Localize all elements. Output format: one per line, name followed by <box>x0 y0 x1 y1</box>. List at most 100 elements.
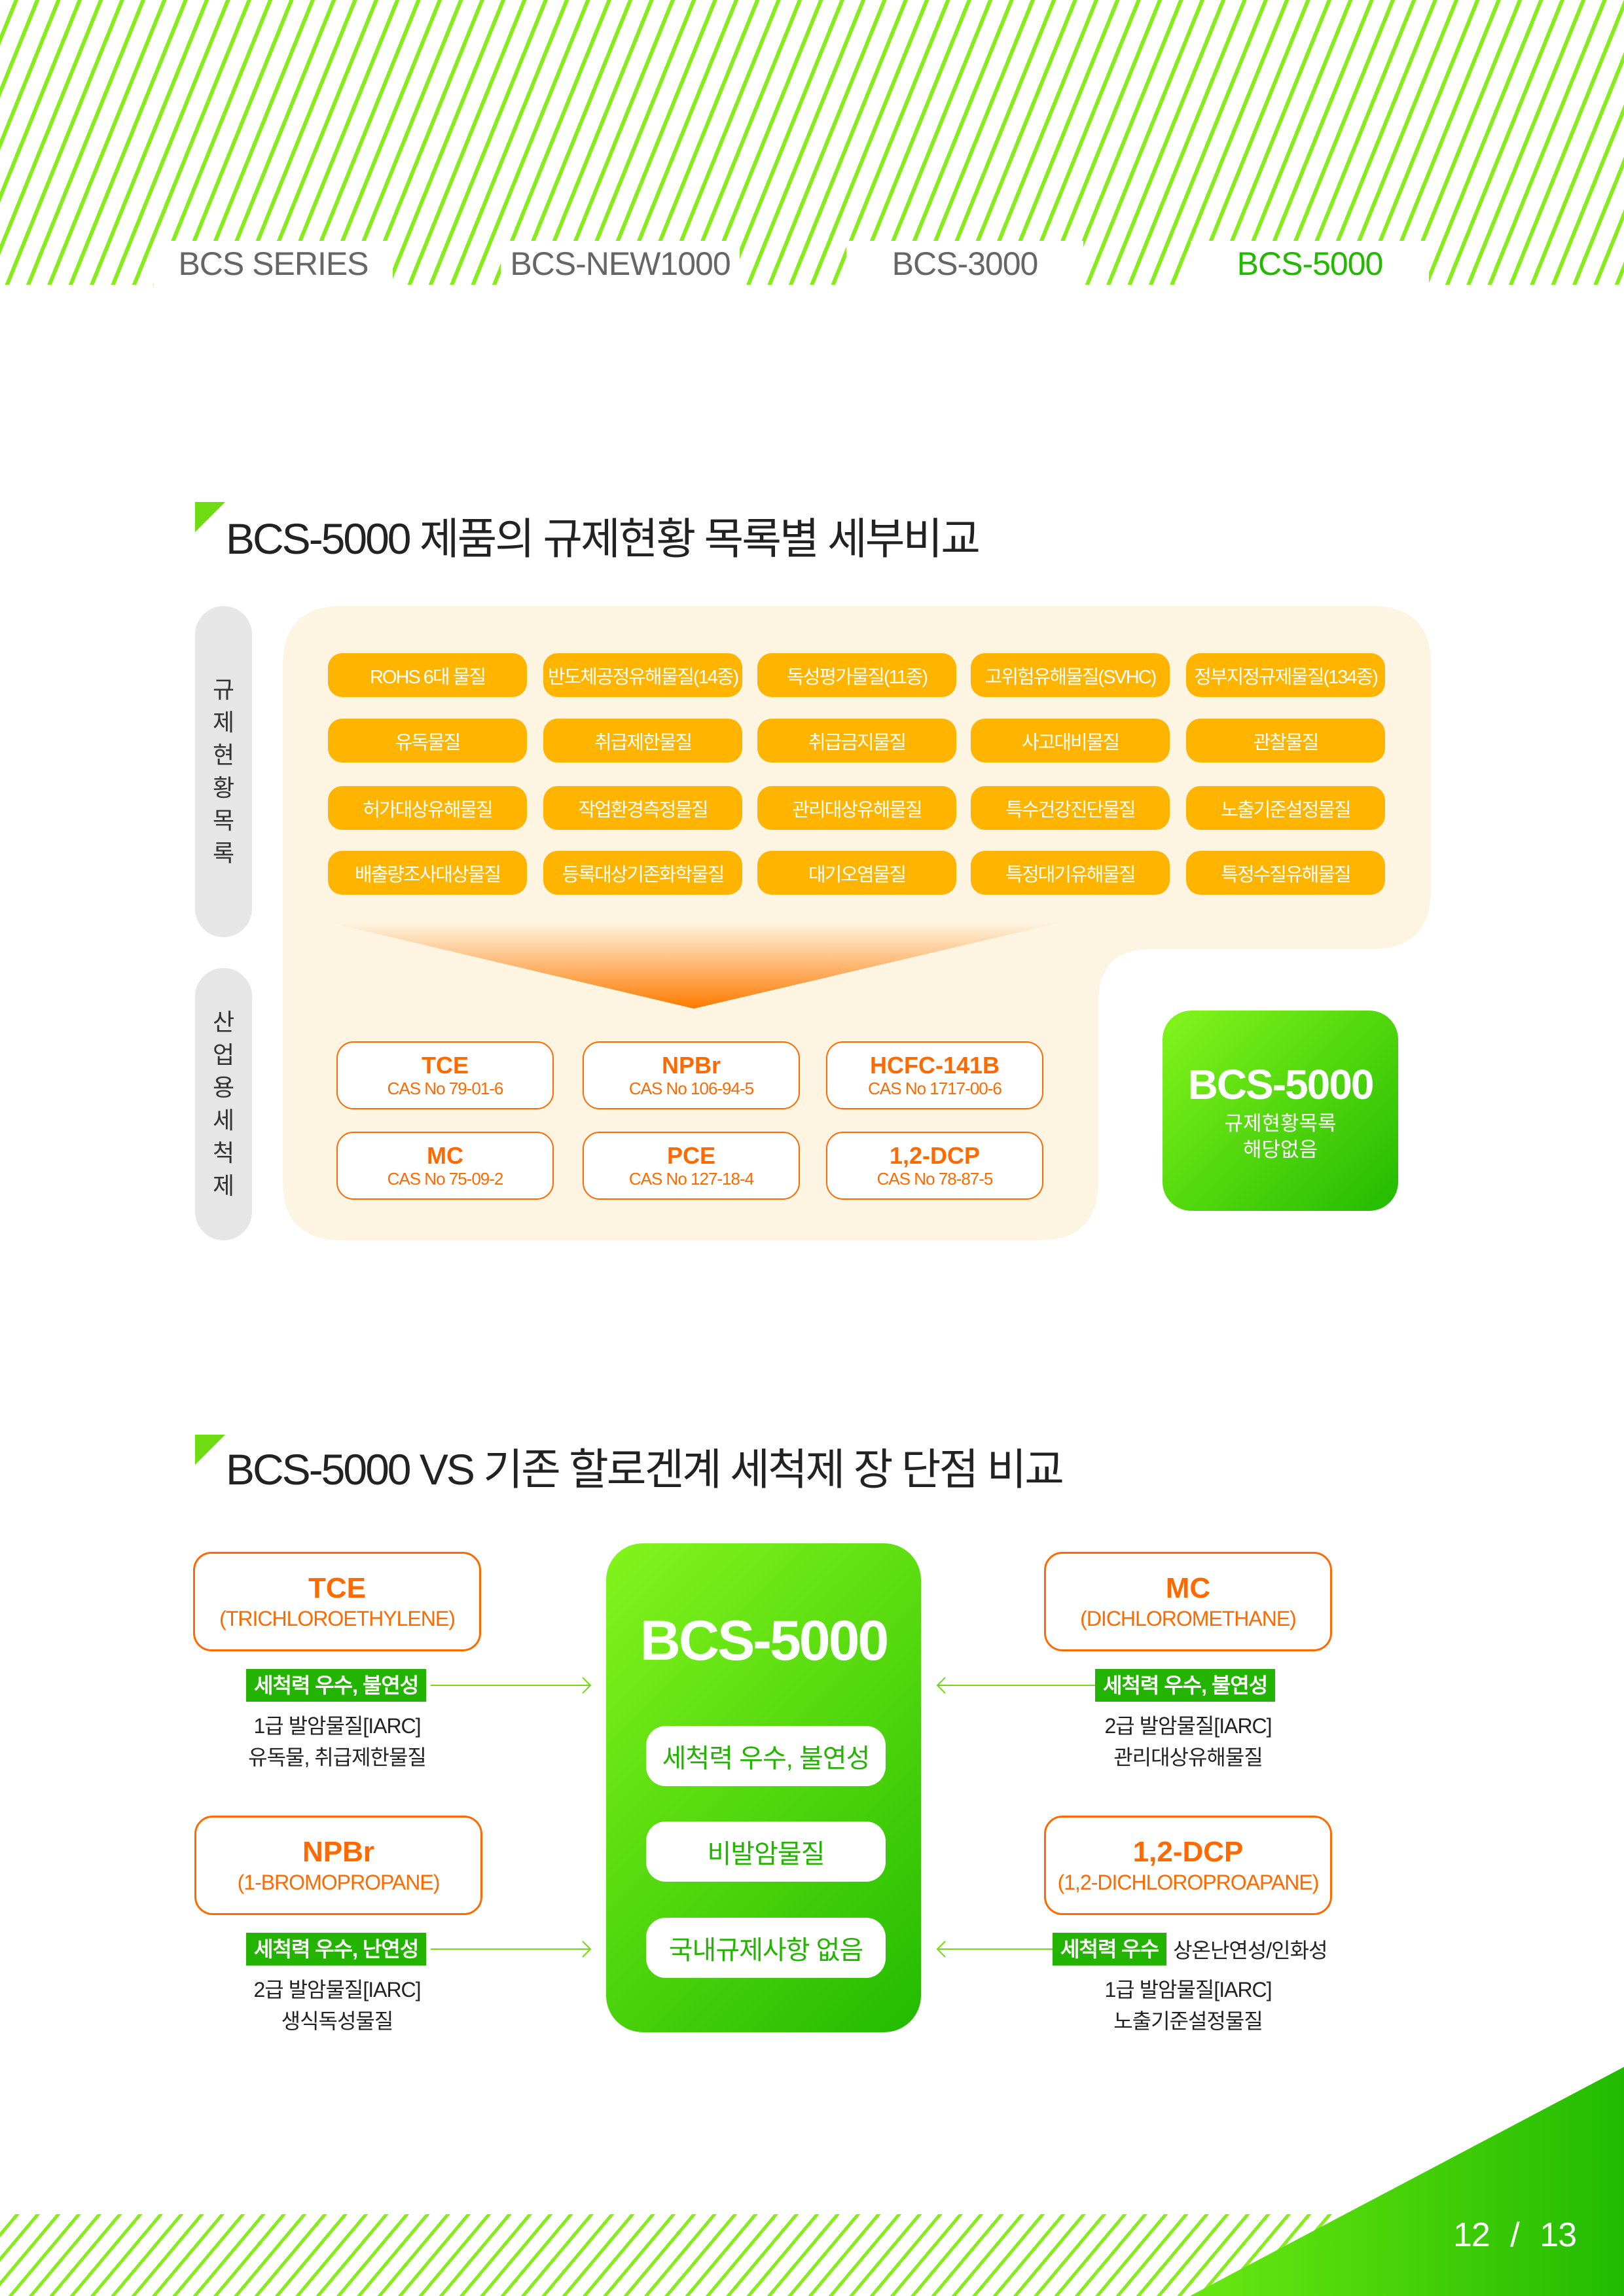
regulation-pill: 작업환경측정물질 <box>543 786 742 830</box>
dcp-card: 1,2-DCP (1,2-DICHLOROPROAPANE) <box>1044 1816 1332 1915</box>
regulation-pill: 특정대기유해물질 <box>971 851 1170 895</box>
center-product-name: BCS-5000 <box>640 1609 890 1672</box>
mc-fullname: (DICHLOROMETHANE) <box>1080 1607 1297 1630</box>
regulation-pill: 특수건강진단물질 <box>971 786 1170 830</box>
label-char: 현 <box>212 742 235 768</box>
regulation-pill: 관찰물질 <box>1186 719 1385 762</box>
page-total: 13 <box>1540 2216 1577 2254</box>
regulation-pill: 취급제한물질 <box>543 719 742 762</box>
regulation-pill: 허가대상유해물질 <box>328 786 527 830</box>
label-char: 업 <box>212 1041 235 1068</box>
regulation-pill: 대기오염물질 <box>757 851 956 895</box>
label-char: 록 <box>212 840 235 867</box>
solvent-name: PCE <box>666 1142 716 1169</box>
arrow-left-icon <box>936 1677 1095 1694</box>
solvent-name: NPBr <box>661 1052 721 1079</box>
label-char: 산 <box>212 1009 235 1035</box>
dcp-note: 1급 발암물질[IARC] <box>1104 1978 1272 2001</box>
feature-pill: 비발암물질 <box>646 1821 886 1882</box>
dcp-note: 노출기준설정물질 <box>1113 2009 1263 2033</box>
arrow-connectors <box>431 1677 1095 1958</box>
label-char: 제 <box>212 709 235 736</box>
solvent-name: MC <box>427 1142 463 1169</box>
tab-bcs-series[interactable]: BCS SERIES <box>154 241 393 287</box>
funnel-arrow-icon <box>328 922 1062 1009</box>
arrow-left-icon <box>936 1941 1053 1958</box>
label-char: 목 <box>212 807 235 834</box>
label-char: 제 <box>212 1172 235 1199</box>
npbr-tag: 세척력 우수, 난연성 <box>246 1933 427 1965</box>
solvent-name: 1,2-DCP <box>889 1142 981 1169</box>
solvent-cas: CAS No 127-18-4 <box>628 1169 754 1189</box>
tab-bcs-new1000[interactable]: BCS-NEW1000 <box>501 241 740 287</box>
section1-title: BCS-5000 제품의 규제현황 목록별 세부비교 <box>226 514 981 563</box>
solvent-name: HCFC-141B <box>869 1052 1000 1079</box>
tce-note: 유독물, 취급제한물질 <box>248 1746 427 1769</box>
dcp-tag-row: 세척력 우수 상온난연성/인화성 <box>1053 1933 1328 1965</box>
regulation-pill: ROHS 6대 물질 <box>328 653 527 697</box>
tab-bcs-3000[interactable]: BCS-3000 <box>846 241 1083 287</box>
solvent-cas: CAS No 75-09-2 <box>387 1169 504 1189</box>
dcp-fullname: (1,2-DICHLOROPROAPANE) <box>1057 1871 1320 1894</box>
label-char: 세 <box>212 1107 235 1134</box>
arrow-right-icon <box>431 1941 592 1958</box>
page-current: 12 <box>1453 2216 1490 2254</box>
mc-card: MC (DICHLOROMETHANE) <box>1044 1552 1332 1651</box>
regulation-pill: 특정수질유해물질 <box>1186 851 1385 895</box>
tce-tag: 세척력 우수, 불연성 <box>246 1669 427 1702</box>
section2-title: BCS-5000 VS 기존 할로겐계 세척제 장 단점 비교 <box>226 1445 1064 1494</box>
regulation-pill: 고위험유해물질(SVHC) <box>971 653 1170 697</box>
tce-fullname: (TRICHLOROETHYLENE) <box>219 1607 456 1630</box>
regulation-pill: 배출량조사대상물질 <box>328 851 527 895</box>
footer-green-triangle <box>1190 2067 1624 2296</box>
regulation-pill: 유독물질 <box>328 719 527 762</box>
arrow-right-icon <box>431 1677 592 1694</box>
regulation-pill: 관리대상유해물질 <box>757 786 956 830</box>
page-number: 12 / 13 <box>1453 2215 1577 2255</box>
mc-note: 관리대상유해물질 <box>1113 1746 1263 1769</box>
label-char: 용 <box>212 1074 235 1101</box>
regulation-pill: 사고대비물질 <box>971 719 1170 762</box>
label-char: 규 <box>212 676 235 703</box>
section-marker-icon <box>195 502 225 532</box>
header-hatch-pattern <box>0 0 1624 285</box>
feature-pill: 세척력 우수, 불연성 <box>646 1726 886 1786</box>
bcs5000-product-card: BCS-5000 규제현황목록 해당없음 <box>1163 1011 1398 1211</box>
comparison-panel-background <box>283 606 1431 1240</box>
tce-name: TCE <box>308 1572 366 1604</box>
label-char: 척 <box>212 1139 235 1166</box>
dcp-name: 1,2-DCP <box>1132 1836 1244 1868</box>
tce-note: 1급 발암물질[IARC] <box>253 1714 421 1738</box>
npbr-name: NPBr <box>302 1836 375 1868</box>
solvent-cas: CAS No 78-87-5 <box>876 1169 994 1189</box>
regulation-pill: 노출기준설정물질 <box>1186 786 1385 830</box>
regulation-pill: 독성평가물질(11종) <box>757 653 956 697</box>
product-line2: 해당없음 <box>1242 1138 1318 1161</box>
feature-pill: 국내규제사항 없음 <box>646 1918 886 1978</box>
product-name: BCS-5000 <box>1187 1061 1375 1108</box>
npbr-fullname: (1-BROMOPROPANE) <box>237 1871 441 1894</box>
npbr-note: 생식독성물질 <box>281 2009 394 2033</box>
npbr-card: NPBr (1-BROMOPROPANE) <box>194 1816 482 1915</box>
mc-note: 2급 발암물질[IARC] <box>1104 1714 1272 1738</box>
tab-bcs-5000[interactable]: BCS-5000 <box>1191 241 1429 287</box>
regulation-pill: 정부지정규제물질(134종) <box>1186 653 1385 697</box>
mc-tag: 세척력 우수, 불연성 <box>1095 1669 1276 1702</box>
mc-name: MC <box>1165 1572 1211 1604</box>
page-separator: / <box>1510 2216 1519 2254</box>
regulation-pill: 취급금지물질 <box>757 719 956 762</box>
solvent-cas: CAS No 106-94-5 <box>628 1079 754 1098</box>
npbr-note: 2급 발암물질[IARC] <box>253 1978 421 2001</box>
solvent-cas: CAS No 1717-00-6 <box>868 1079 1002 1098</box>
label-char: 황 <box>212 774 235 801</box>
solvent-name: TCE <box>422 1052 469 1079</box>
solvent-cas: CAS No 79-01-6 <box>387 1079 504 1098</box>
regulation-pill: 반도체공정유해물질(14종) <box>543 653 742 697</box>
